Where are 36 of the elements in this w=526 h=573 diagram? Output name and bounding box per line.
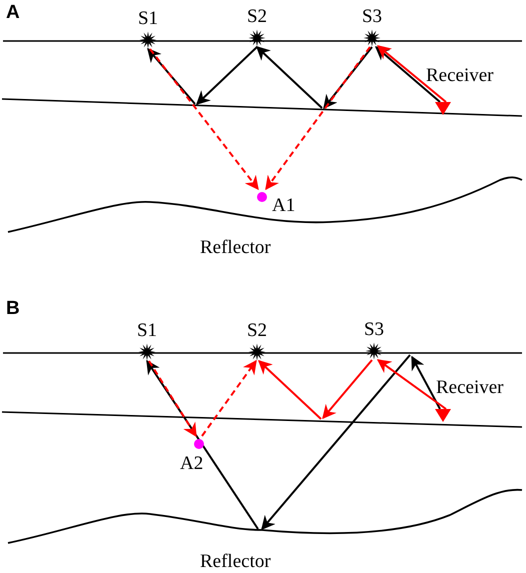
ray-path-arrow: [323, 46, 373, 110]
point-label: A2: [180, 454, 204, 474]
ray-path-arrow: [256, 46, 323, 109]
point-label: A1: [272, 196, 296, 216]
reflector-label: Reflector: [200, 552, 271, 572]
source-label: S1: [136, 9, 160, 29]
receiver-label: Receiver: [426, 66, 494, 86]
ray-path-arrow: [258, 360, 322, 420]
seismic-source: [135, 321, 159, 361]
seismic-source: [136, 9, 160, 49]
receiver-label: Receiver: [436, 378, 504, 398]
ray-path-arrow: [322, 359, 373, 420]
seismic-source: [360, 7, 384, 47]
ray-path-arrow: [411, 356, 441, 410]
source-label: S2: [246, 7, 268, 27]
seismic-source: [362, 320, 386, 360]
source-label: S2: [246, 321, 268, 341]
ray-path-arrow: [201, 360, 257, 437]
ray-path-arrow: [376, 359, 447, 410]
panel-label: B: [6, 299, 20, 319]
source-label: S1: [136, 321, 158, 341]
ray-path-arrow: [261, 354, 411, 530]
ray-path-arrow: [148, 360, 197, 438]
ray-path-arrow: [146, 360, 259, 530]
source-label: S3: [360, 7, 384, 27]
ray-path-arrow: [265, 46, 371, 190]
receiver-triangle: [435, 409, 451, 422]
seismic-source: [245, 321, 269, 361]
reflector-label: Reflector: [200, 238, 271, 258]
panel-label: A: [6, 3, 20, 23]
ray-path-arrow: [149, 48, 259, 190]
ray-path-arrow: [196, 46, 258, 105]
receiver-triangle: [435, 102, 451, 115]
ray-path-arrow: [147, 48, 196, 105]
seismic-source: [245, 7, 269, 47]
source-label: S3: [362, 320, 386, 340]
